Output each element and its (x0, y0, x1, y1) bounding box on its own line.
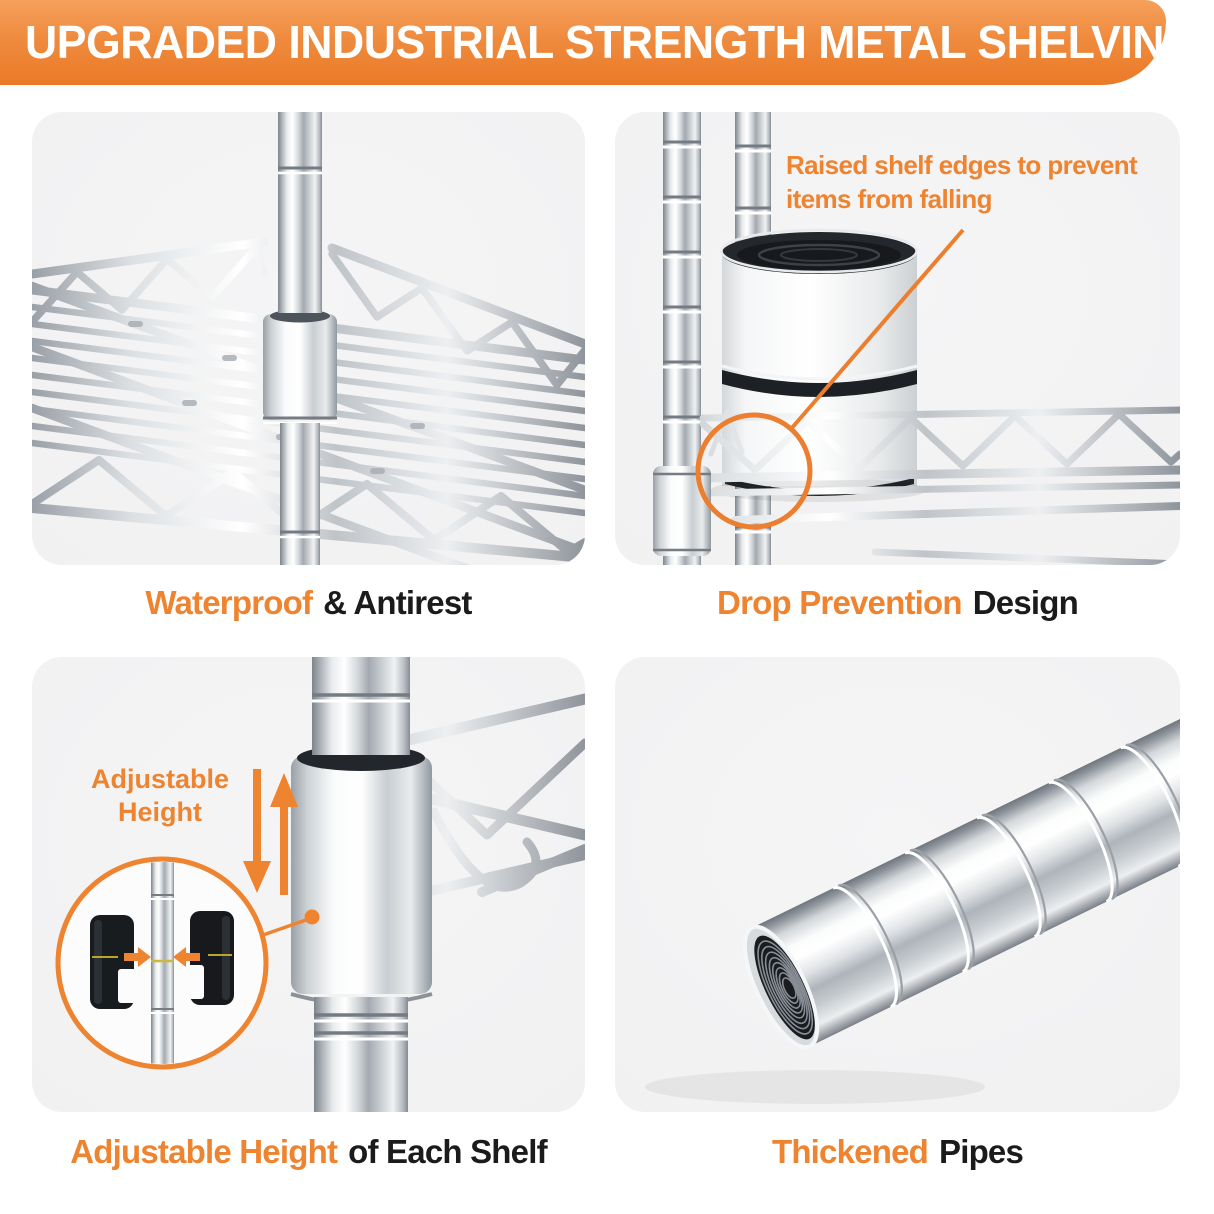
title-banner: UPGRADED INDUSTRIAL STRENGTH METAL SHELV… (0, 0, 1199, 85)
page-title: UPGRADED INDUSTRIAL STRENGTH METAL SHELV… (25, 16, 1199, 68)
pole-with-sleeve (290, 657, 433, 1112)
shelf-raised-edge (698, 406, 1180, 565)
caption-waterproof: Waterproof & Antirest (32, 584, 585, 622)
raised-edge-annotation: Raised shelf edges to prevent items from… (786, 148, 1138, 216)
pipe-grooves (832, 743, 1180, 1009)
feature-card-drop-prevention (615, 112, 1180, 565)
feature-card-waterproof (32, 112, 585, 565)
corner-pole (263, 112, 337, 565)
caption-highlight: Waterproof (145, 584, 313, 621)
pipe-shadow (645, 1070, 985, 1104)
shelf-bracket-rods (394, 693, 585, 897)
pipe-open-end (742, 924, 820, 1050)
feature-card-adjustable-height (32, 657, 585, 1112)
plastic-clip-left (90, 915, 136, 1009)
up-down-arrows-icon (243, 769, 298, 895)
caption-rest: & Antirest (323, 584, 472, 621)
pole-clamp (653, 466, 711, 556)
caption-highlight: Drop Prevention (717, 584, 963, 621)
pipe-threads (757, 940, 814, 1035)
clip-detail-inset (55, 856, 320, 1070)
inset-connector-line (262, 918, 307, 937)
thick-pipe (742, 692, 1180, 1050)
wire-shelf-corner-photo (32, 112, 585, 565)
plastic-clip-right (186, 911, 234, 1005)
caption-adjustable-height: Adjustable Height of Each Shelf (32, 1133, 585, 1171)
adjustable-height-label: Adjustable Height (60, 763, 260, 829)
caption-highlight: Adjustable Height (70, 1133, 338, 1170)
caption-rest: of Each Shelf (348, 1133, 547, 1170)
annotation-line-1: Raised shelf edges to prevent (786, 150, 1138, 180)
caption-rest: Design (972, 584, 1079, 621)
canister-stack (720, 228, 918, 496)
clip-arrows-icon (124, 947, 200, 967)
thick-pipe-photo (645, 692, 1180, 1104)
callout-line (789, 228, 965, 431)
highlight-circle (695, 412, 813, 530)
label-line-1: Adjustable (90, 764, 230, 794)
caption-rest: Pipes (938, 1133, 1024, 1170)
annotation-line-2: items from falling (786, 184, 993, 214)
shelf-with-cans-photo (653, 112, 1180, 565)
feature-card-thickened-pipes (615, 657, 1180, 1112)
inset-connector-dot (304, 909, 320, 925)
caption-highlight: Thickened (771, 1133, 929, 1170)
adjustable-clamp-photo (55, 657, 585, 1112)
label-line-2: Height (118, 797, 202, 827)
